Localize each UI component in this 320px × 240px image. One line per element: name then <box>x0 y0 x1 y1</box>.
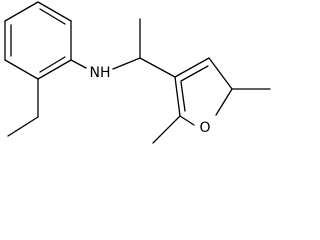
benzene-bond <box>4 59 39 80</box>
furan-methyls <box>152 88 271 144</box>
benzene-bond <box>37 59 72 80</box>
benzene-double-bond <box>39 56 66 73</box>
benzene-double-bond <box>39 8 66 25</box>
furan-bond <box>174 57 210 78</box>
benzene-bond <box>37 1 72 22</box>
furan-double-bond <box>180 65 209 82</box>
furan-bond <box>215 88 233 116</box>
ethyl-bond <box>7 116 39 137</box>
furan-ring <box>174 57 233 126</box>
n-to-ch-bond <box>112 57 141 70</box>
furan-bond <box>179 115 195 126</box>
furan-bond <box>174 76 181 117</box>
benzene-ring <box>4 1 72 80</box>
ch-to-furan-bond <box>139 57 176 78</box>
amine-linkage <box>70 18 176 78</box>
methyl-bond <box>152 115 181 144</box>
furan-double-bond <box>180 81 186 112</box>
nitrogen-label: NH <box>90 65 111 81</box>
molecule-structure: NH O <box>4 1 271 144</box>
ring-to-n-bond <box>70 59 87 69</box>
oxygen-label: O <box>199 120 210 136</box>
benzene-bond <box>4 1 39 22</box>
ethyl-group <box>7 78 39 137</box>
furan-bond <box>208 57 233 90</box>
